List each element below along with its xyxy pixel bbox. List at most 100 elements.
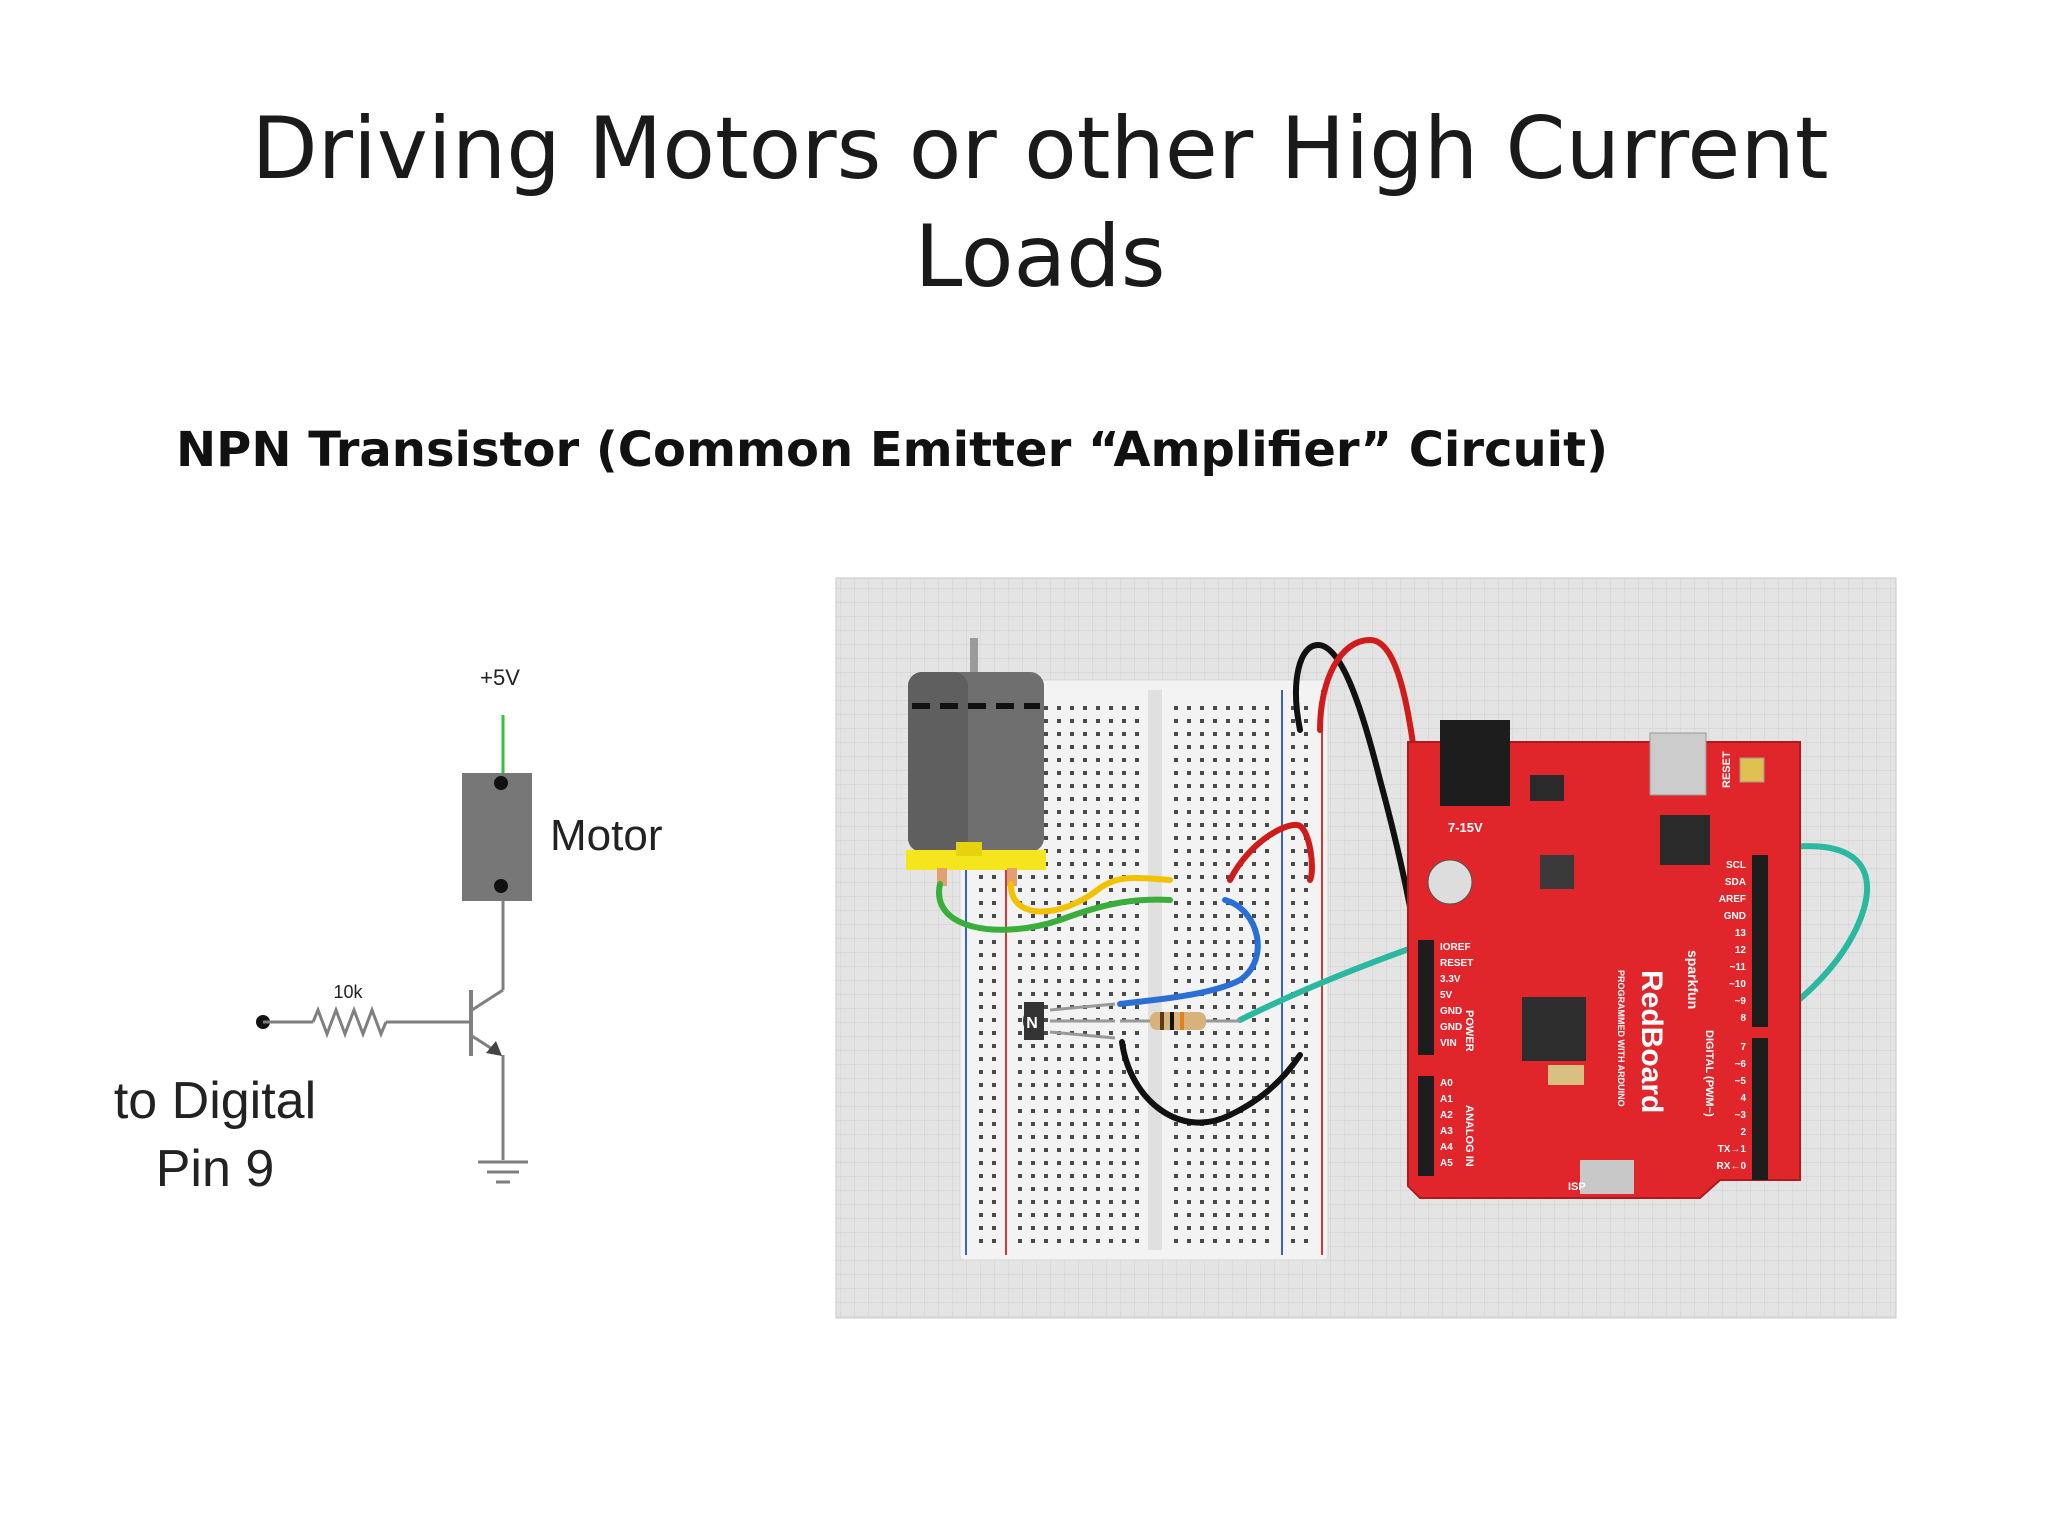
supply-label: +5V (480, 665, 520, 690)
resistor-label: 10k (333, 982, 363, 1002)
analog_pins-label: A0 (1440, 1078, 1453, 1089)
power-header (1418, 940, 1434, 1055)
analog-header (1418, 1076, 1434, 1176)
power_pins-label: IOREF (1440, 942, 1471, 953)
motor-end-cap (906, 850, 1046, 870)
motor-terminal-left (937, 868, 947, 886)
analog_pins-label: A4 (1440, 1142, 1453, 1153)
regulator-chip (1530, 775, 1564, 801)
analog_pins-label: A1 (1440, 1094, 1453, 1105)
transistor-mark: N (1026, 1015, 1038, 1032)
motor-shaft (970, 638, 978, 674)
analog_pins-label: A3 (1440, 1126, 1453, 1137)
resistor-symbol (311, 1005, 388, 1039)
right-power-rail-holes (1288, 700, 1316, 1250)
upper_digital_pins-label: 13 (1735, 928, 1747, 939)
isp-label: ISP (1568, 1181, 1586, 1193)
transistor-lead-3 (1049, 1030, 1116, 1040)
power-jack-label: 7-15V (1448, 820, 1483, 835)
power_pins-label: 3.3V (1440, 974, 1461, 985)
power_pins-label: GND (1440, 1006, 1462, 1017)
lower_digital_pins-label: ~6 (1735, 1059, 1747, 1070)
power-jack (1440, 720, 1510, 806)
lower_digital_pins-label: 2 (1740, 1127, 1746, 1138)
emitter-arrow (486, 1041, 502, 1056)
lower_digital_pins-label: TX→1 (1718, 1144, 1747, 1155)
breadboard-illustration: N 7-15V RESET ISP RedBoard PROGRAM (835, 577, 1897, 1319)
slide-title-line-2: Loads (914, 207, 1166, 307)
power-pin-labels: IOREF RESET 3.3V 5V GND GND VIN (1440, 942, 1473, 1049)
power_pins-label: 5V (1440, 990, 1453, 1001)
lower_digital_pins-label: RX←0 (1717, 1161, 1747, 1172)
upper_digital_pins-label: GND (1724, 911, 1746, 922)
slide-subtitle: NPN Transistor (Common Emitter “Amplifie… (176, 422, 1609, 478)
analog_pins-label: A5 (1440, 1158, 1453, 1169)
upper_digital_pins-label: 12 (1735, 945, 1747, 956)
lower-digital-header (1752, 1038, 1768, 1180)
reset-label: RESET (1721, 751, 1733, 788)
lower_digital_pins-label: 4 (1740, 1093, 1746, 1104)
upper_digital_pins-label: ~11 (1730, 962, 1747, 973)
yellow-motor-wire (1007, 874, 1173, 915)
breadboard-center-channel (1148, 690, 1162, 1250)
transistor-lead-1 (1049, 1002, 1116, 1012)
input-label-line-2: Pin 9 (156, 1140, 275, 1198)
slide-title-line-1: Driving Motors or other High Current (251, 99, 1829, 199)
motor-body-shade (908, 672, 968, 852)
motor-cap-tab (956, 842, 982, 856)
motor-label: Motor (550, 811, 662, 860)
blue-wire (1117, 897, 1261, 1007)
crystal (1548, 1065, 1584, 1085)
digital-header-label: DIGITAL (PWM~) (1703, 1030, 1715, 1117)
resistor-band-3 (1180, 1012, 1184, 1030)
transistor-flat (1024, 1002, 1044, 1040)
usb-chip (1660, 815, 1710, 865)
microcontroller (1522, 997, 1586, 1061)
upper_digital_pins-label: SCL (1726, 860, 1746, 871)
board-subtext: PROGRAMMED WITH ARDUINO (1616, 970, 1626, 1107)
analog-header-label: ANALOG IN (1463, 1105, 1475, 1167)
upper-digital-pin-labels: SCL SDA AREF GND 13 12 ~11 ~10 ~9 8 (1719, 860, 1747, 1024)
upper_digital_pins-label: ~9 (1735, 996, 1747, 1007)
input-label-line-1: to Digital (114, 1072, 316, 1130)
lower_digital_pins-label: ~5 (1735, 1076, 1747, 1087)
transistor-schematic: +5V Motor 10k to Digital Pin 9 (114, 665, 663, 1198)
short-black-wire (1119, 1039, 1303, 1126)
right-terminal-holes (1168, 700, 1276, 1250)
power_pins-label: GND (1440, 1022, 1462, 1033)
maker-logo: sparkfun (1685, 950, 1701, 1009)
motor-terminal-bottom (494, 879, 508, 893)
power_pins-label: RESET (1440, 958, 1473, 969)
analog_pins-label: A2 (1440, 1110, 1453, 1121)
board-brand: RedBoard (1635, 970, 1668, 1113)
reset-button[interactable] (1739, 757, 1765, 783)
motor-terminal-top (494, 776, 508, 790)
upper_digital_pins-label: SDA (1725, 877, 1746, 888)
lower_digital_pins-label: 7 (1740, 1042, 1746, 1053)
lower_digital_pins-label: ~3 (1735, 1110, 1747, 1121)
isp-header (1580, 1160, 1634, 1194)
resistor-body (1150, 1012, 1206, 1030)
slide-title: Driving Motors or other High Current Loa… (140, 95, 1940, 311)
power_pins-label: VIN (1440, 1038, 1457, 1049)
power-header-label: POWER (1463, 1010, 1475, 1052)
short-red-wire (1227, 822, 1315, 883)
usb-connector (1649, 732, 1707, 796)
motor-terminal-right (1007, 868, 1017, 886)
resistor-band-1 (1160, 1012, 1164, 1030)
capacitor (1427, 859, 1473, 905)
upper_digital_pins-label: ~10 (1729, 979, 1746, 990)
brand-area (1620, 965, 1654, 1135)
lower-digital-pin-labels: 7 ~6 ~5 4 ~3 2TX→1RX←0 (1717, 1042, 1747, 1172)
upper_digital_pins-label: 8 (1740, 1013, 1746, 1024)
small-chip (1540, 855, 1574, 889)
resistor-band-2 (1170, 1012, 1174, 1030)
motor-symbol (462, 773, 532, 901)
redboard: 7-15V RESET ISP RedBoard PROGRAMMED WITH… (1407, 720, 1801, 1199)
green-motor-wire (936, 881, 1173, 933)
collector-lead (471, 988, 504, 1012)
upper-digital-header (1752, 855, 1768, 1027)
upper_digital_pins-label: AREF (1719, 894, 1746, 905)
